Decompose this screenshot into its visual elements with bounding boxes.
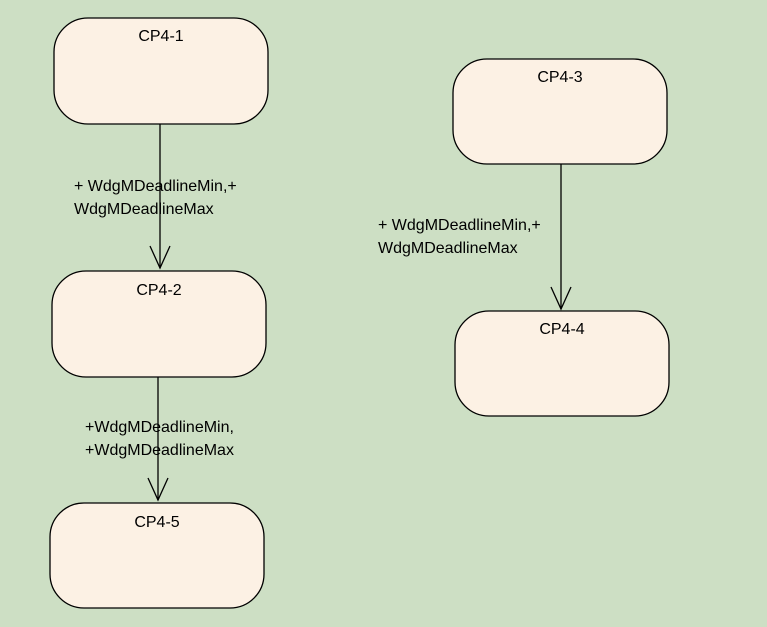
edge-cp4-2-to-cp4-5 xyxy=(147,377,169,502)
node-cp4-3[interactable]: CP4-3 xyxy=(452,58,668,165)
edge-label-line: + WdgMDeadlineMin,+ xyxy=(378,217,541,234)
edge-cp4-3-to-cp4-4 xyxy=(550,164,572,311)
node-cp4-2[interactable]: CP4-2 xyxy=(51,270,267,378)
edge-label-cp4-3-to-cp4-4: + WdgMDeadlineMin,+ WdgMDeadlineMax xyxy=(378,214,541,260)
arrowhead-icon xyxy=(550,286,572,311)
node-label: CP4-1 xyxy=(138,28,183,45)
edge-label-line: WdgMDeadlineMax xyxy=(74,201,214,218)
edge-cp4-1-to-cp4-2 xyxy=(149,124,171,270)
arrowhead-icon xyxy=(147,477,169,502)
edge-label-line: +WdgMDeadlineMax xyxy=(85,442,234,459)
node-label: CP4-5 xyxy=(134,514,179,531)
node-label: CP4-4 xyxy=(539,321,584,338)
edge-label-cp4-2-to-cp4-5: +WdgMDeadlineMin, +WdgMDeadlineMax xyxy=(85,416,234,462)
node-cp4-5[interactable]: CP4-5 xyxy=(49,502,265,609)
node-cp4-1[interactable]: CP4-1 xyxy=(53,17,269,125)
edge-label-line: +WdgMDeadlineMin, xyxy=(85,419,234,436)
edge-label-line: + WdgMDeadlineMin,+ xyxy=(74,178,237,195)
arrowhead-icon xyxy=(149,245,171,270)
node-cp4-4[interactable]: CP4-4 xyxy=(454,310,670,417)
node-label: CP4-2 xyxy=(136,282,181,299)
edge-label-line: WdgMDeadlineMax xyxy=(378,240,518,257)
edge-label-cp4-1-to-cp4-2: + WdgMDeadlineMin,+ WdgMDeadlineMax xyxy=(74,175,237,221)
node-label: CP4-3 xyxy=(537,69,582,86)
